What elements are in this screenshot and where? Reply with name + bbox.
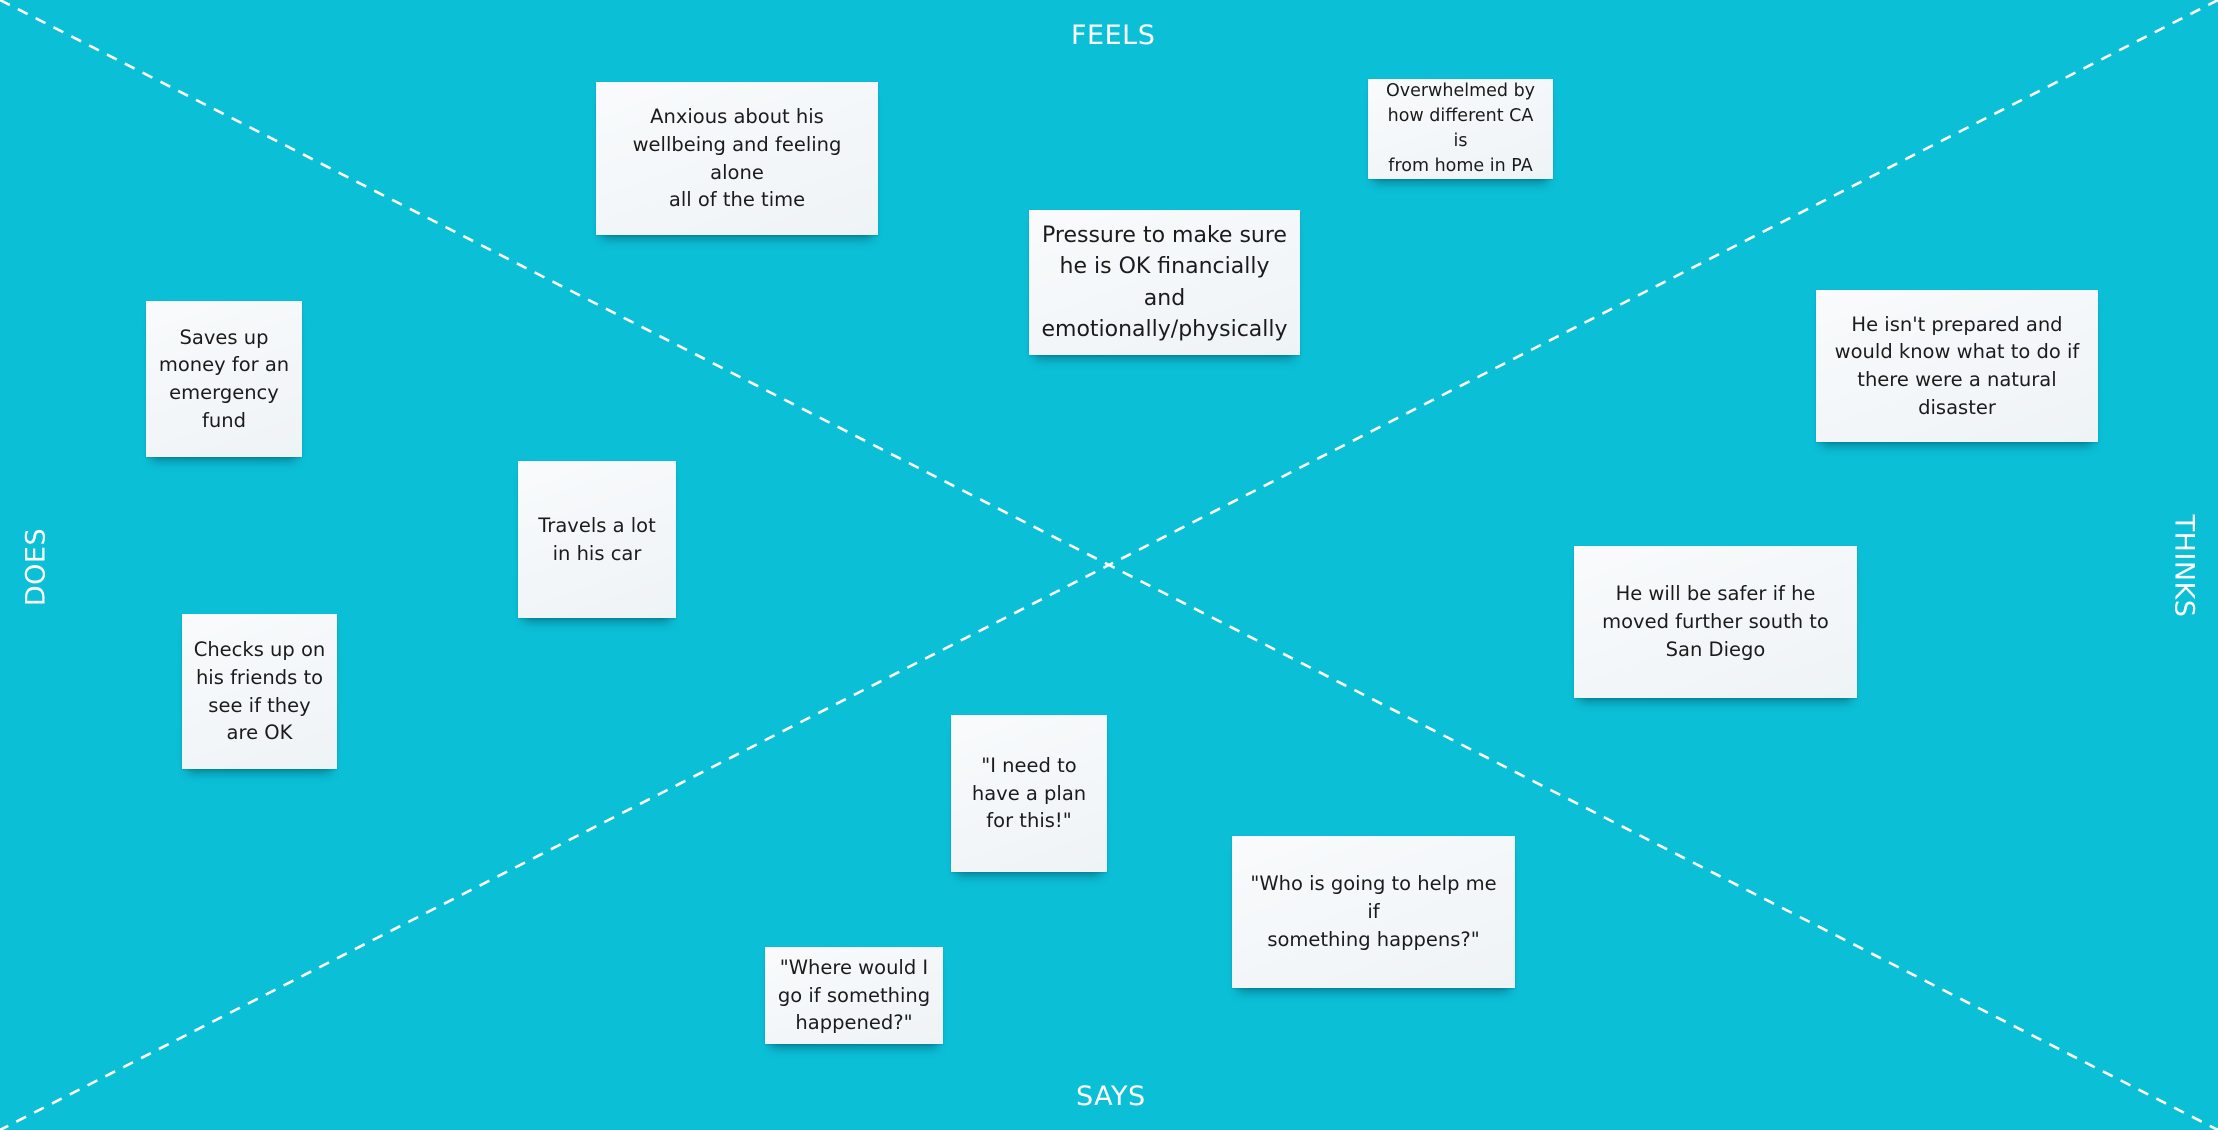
sticky-note-text: He isn't prepared and would know what to… [1834, 312, 2080, 419]
sticky-note-feels-pressure[interactable]: Pressure to make sure he is OK financial… [1029, 210, 1300, 355]
sticky-note-says-where-go[interactable]: "Where would I go if something happened?… [765, 947, 943, 1044]
sticky-note-feels-overwhelmed[interactable]: Overwhelmed by how different CA is from … [1368, 79, 1553, 179]
sticky-note-does-travels[interactable]: Travels a lot in his car [518, 461, 676, 618]
sticky-note-thinks-not-prepared[interactable]: He isn't prepared and would know what to… [1816, 290, 2098, 442]
sticky-note-says-plan[interactable]: "I need to have a plan for this!" [951, 715, 1107, 872]
sticky-note-text: "Who is going to help me if something ha… [1250, 872, 1497, 951]
quadrant-label-feels: FEELS [1071, 20, 1156, 51]
sticky-note-thinks-safer[interactable]: He will be safer if he moved further sou… [1574, 546, 1857, 698]
sticky-note-text: Pressure to make sure he is OK financial… [1041, 223, 1288, 342]
sticky-note-feels-anxious[interactable]: Anxious about his wellbeing and feeling … [596, 82, 878, 235]
sticky-note-text: Anxious about his wellbeing and feeling … [632, 105, 842, 212]
quadrant-label-thinks: THINKS [2168, 514, 2200, 618]
sticky-note-text: "Where would I go if something happened?… [777, 955, 931, 1035]
sticky-note-text: Overwhelmed by how different CA is from … [1385, 81, 1536, 176]
sticky-note-text: Checks up on his friends to see if they … [193, 638, 326, 745]
sticky-note-text: Saves up money for an emergency fund [158, 325, 290, 432]
sticky-note-text: Travels a lot in his car [538, 513, 656, 565]
quadrant-label-does: DOES [20, 527, 52, 607]
sticky-note-text: He will be safer if he moved further sou… [1602, 582, 1829, 661]
quadrant-label-says: SAYS [1076, 1081, 1146, 1112]
sticky-note-does-saves[interactable]: Saves up money for an emergency fund [146, 301, 302, 457]
sticky-note-does-checks[interactable]: Checks up on his friends to see if they … [182, 614, 337, 769]
sticky-note-text: "I need to have a plan for this!" [971, 753, 1087, 833]
sticky-note-says-who-help[interactable]: "Who is going to help me if something ha… [1232, 836, 1515, 988]
